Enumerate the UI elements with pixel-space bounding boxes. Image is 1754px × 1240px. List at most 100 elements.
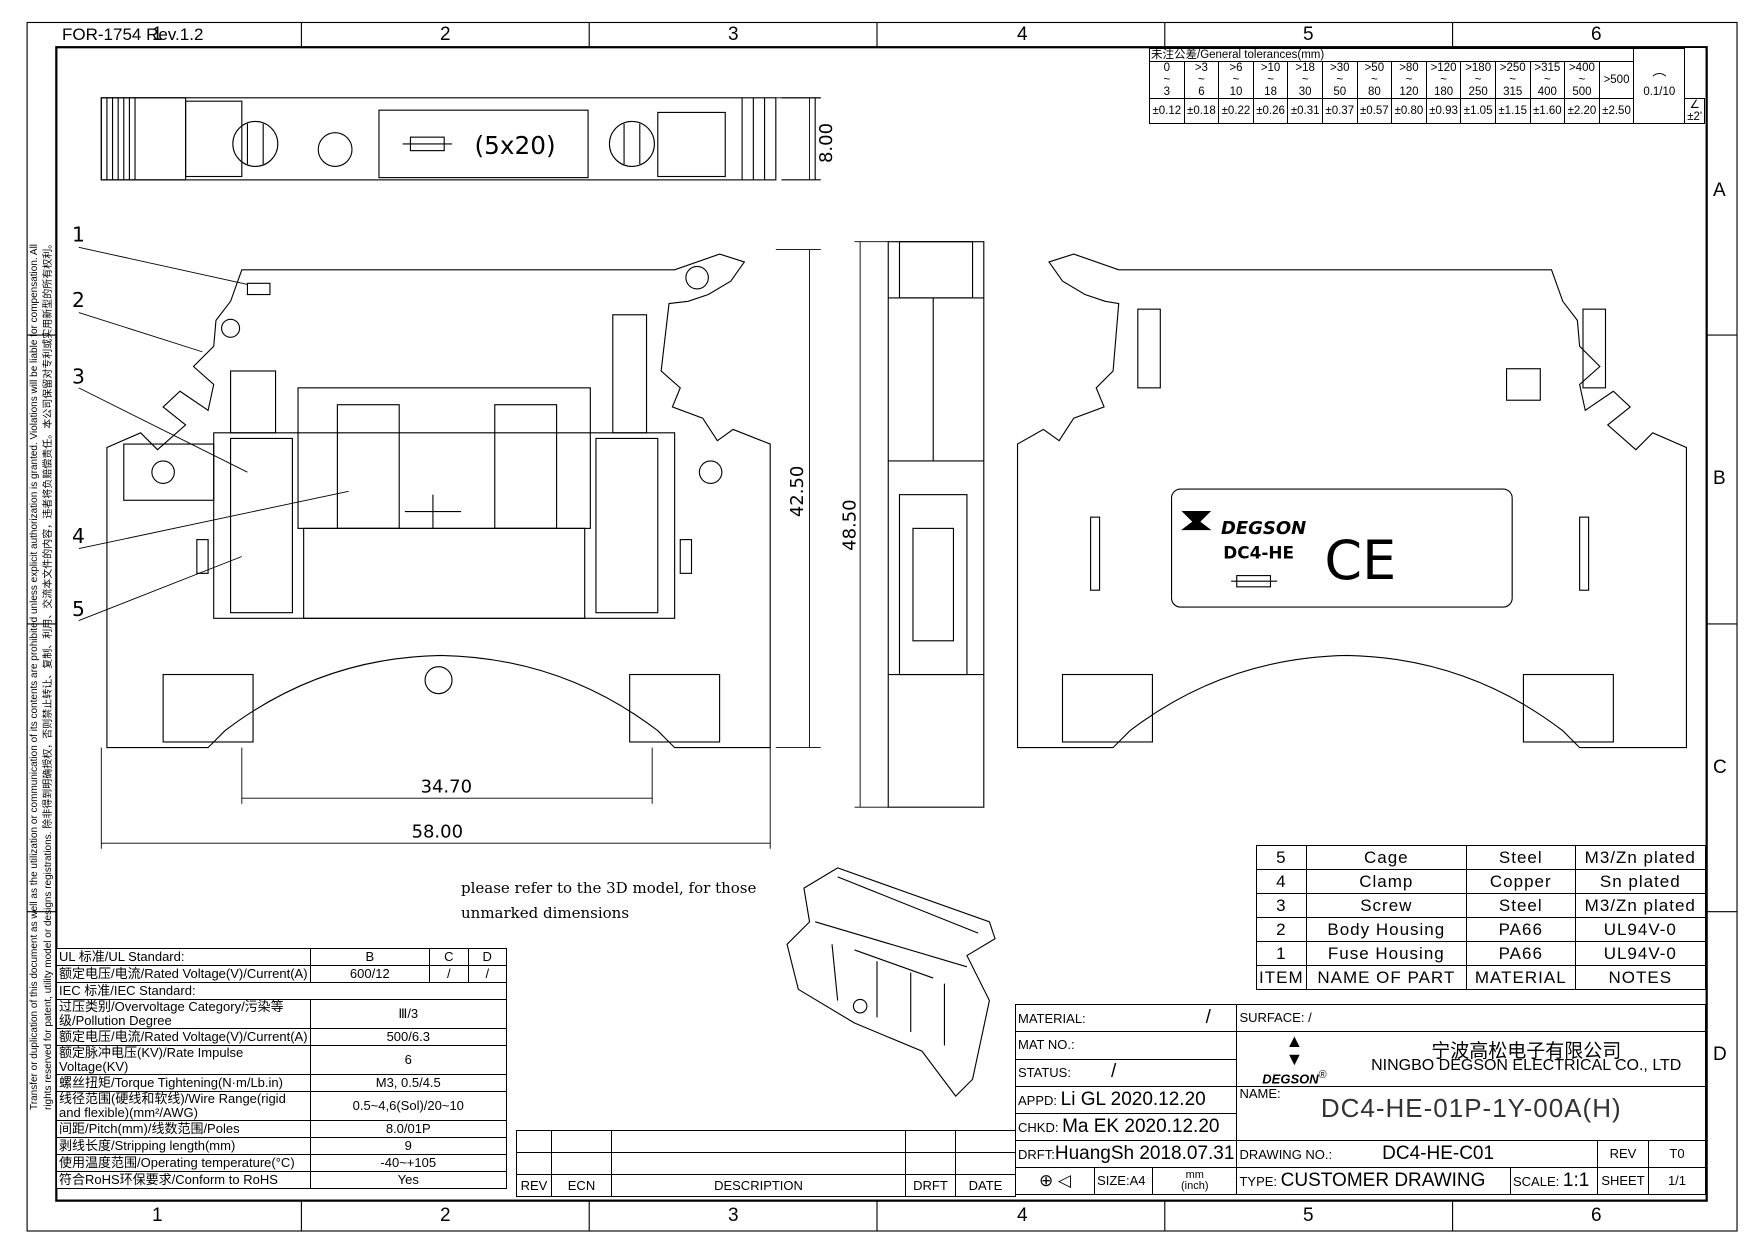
- status-value: /: [1110, 1061, 1117, 1083]
- spec-value: 8.0/01P: [309, 1120, 508, 1138]
- zone-col-4-bottom: 4: [1017, 1205, 1028, 1226]
- tolerance-value: ±0.31: [1287, 98, 1323, 124]
- tolerance-range-part: 3: [1163, 86, 1170, 98]
- tolerance-range-part: 30: [1298, 86, 1312, 98]
- appd-field: APPD: Li GL 2020.12.20: [1014, 1086, 1238, 1115]
- notice-line-2: rights reserved for patent, utility mode…: [43, 238, 54, 1110]
- zone-col-3-bottom: 3: [728, 1205, 739, 1226]
- tolerance-range: >80~120: [1391, 61, 1427, 99]
- confidentiality-notice: Transfer or duplication of this document…: [28, 130, 56, 1110]
- tolerances-title: 未注公差/General tolerances(mm): [1148, 48, 1635, 62]
- flatness-value: 0.1/10: [1643, 86, 1676, 98]
- tolerance-range-part: ~: [1474, 74, 1482, 86]
- part-material: Steel: [1466, 893, 1576, 918]
- spec-label: 间距/Pitch(mm)/线数范围/Poles: [56, 1120, 311, 1138]
- tolerance-range-part: 0: [1163, 62, 1170, 74]
- drft-value: HuangSh 2018.07.31: [1054, 1142, 1235, 1164]
- name-header: NAME OF PART: [1305, 965, 1468, 990]
- spec-row: 螺丝扭矩/Torque Tightening(N·m/Lb.in)M3, 0.5…: [56, 1074, 508, 1092]
- callout-4: 4: [72, 524, 85, 548]
- drft-field: DRFT:HuangSh 2018.07.31: [1014, 1140, 1238, 1169]
- tolerance-range-part: >120: [1430, 62, 1457, 74]
- front-view: [106, 253, 771, 749]
- callout-5: 5: [72, 597, 85, 621]
- scale-field: SCALE: 1:1: [1510, 1167, 1598, 1196]
- tolerance-range-part: >500: [1603, 74, 1630, 86]
- tolerance-range-part: >180: [1465, 62, 1492, 74]
- part-material: Copper: [1466, 869, 1576, 894]
- spec-value: -40~+105: [309, 1154, 508, 1172]
- tolerance-range-part: >3: [1194, 62, 1208, 74]
- mat-no-label: MAT NO.:: [1018, 1037, 1075, 1053]
- tolerance-value: ±0.93: [1425, 98, 1462, 124]
- tolerance-range: 0~3: [1149, 61, 1185, 99]
- part-material: Steel: [1466, 845, 1576, 870]
- tolerance-range-part: ~: [1509, 74, 1517, 86]
- notice-line-1: Transfer or duplication of this document…: [29, 243, 40, 1110]
- tolerance-range-part: >18: [1295, 62, 1315, 74]
- part-item: 5: [1256, 845, 1307, 870]
- drft-label: DRFT:: [1018, 1146, 1055, 1162]
- outer-frame: [26, 21, 1738, 1232]
- tolerance-range-part: 120: [1399, 86, 1419, 98]
- company-name-en: NINGBO DEGSON ELECTRICAL CO., LTD: [1371, 1057, 1682, 1075]
- zone-col-6-bottom: 6: [1591, 1205, 1602, 1226]
- zone-row-c: C: [1713, 757, 1727, 778]
- ul-standard-header: UL 标准/UL Standard:: [56, 948, 311, 966]
- tolerance-range-part: ~: [1267, 74, 1274, 86]
- part-item: 2: [1256, 917, 1307, 942]
- tolerance-range: >10~18: [1252, 61, 1289, 99]
- spec-label: 剥线长度/Stripping length(mm): [56, 1137, 311, 1155]
- name-value: DC4-HE-01P-1Y-00A(H): [1320, 1093, 1622, 1124]
- spec-row: 额定脉冲电压(KV)/Rate Impulse Voltage(KV)6: [56, 1045, 508, 1075]
- dimension-labels: (5x20) 8.00 42.50 48.50 34.70 58.00 1 2 …: [72, 123, 1396, 843]
- ul-rated-d: /: [467, 965, 507, 983]
- title-block: MATERIAL:/ SURFACE: / MAT NO.: ▲▼ DEGSON…: [1014, 1004, 1706, 1196]
- spec-value: 0.5~4,6(Sol)/20~10: [309, 1091, 508, 1121]
- spec-value: M3, 0.5/4.5: [309, 1074, 508, 1092]
- spec-row: 线径范围(硬线和软线)/Wire Range(rigid and flexibl…: [56, 1091, 508, 1121]
- ul-rated-label: 额定电压/电流/Rated Voltage(V)/Current(A): [56, 965, 311, 983]
- spec-label: 符合RoHS环保要求/Conform to RoHS: [56, 1171, 311, 1189]
- part-notes: UL94V-0: [1574, 917, 1707, 942]
- part-name: Clamp: [1305, 869, 1468, 894]
- rev-header: REV: [516, 1174, 552, 1197]
- zone-col-2-bottom: 2: [440, 1205, 451, 1226]
- zone-col-1-bottom: 1: [152, 1205, 163, 1226]
- appd-value: Li GL 2020.12.20: [1060, 1088, 1206, 1110]
- spec-value: Ⅲ/3: [309, 999, 508, 1029]
- zone-dividers: [27, 22, 1738, 1232]
- date-header: DATE: [955, 1174, 1016, 1197]
- spec-row: 额定电压/电流/Rated Voltage(V)/Current(A)500/6…: [56, 1028, 508, 1046]
- tolerance-value: ±0.12: [1149, 98, 1185, 124]
- dim-top-height: 8.00: [816, 123, 837, 163]
- part-item: 1: [1256, 941, 1307, 966]
- side-view: [887, 241, 985, 808]
- tolerance-range-part: 50: [1333, 86, 1347, 98]
- tolerance-range: >3~6: [1183, 61, 1220, 99]
- tolerance-value: ±0.26: [1252, 98, 1289, 124]
- material-value: /: [1205, 1006, 1211, 1028]
- spec-label: 使用温度范围/Operating temperature(°C): [56, 1154, 311, 1172]
- tolerance-range-part: ~: [1163, 74, 1171, 86]
- item-header: ITEM: [1256, 965, 1307, 990]
- tolerance-value: ±1.15: [1494, 98, 1531, 124]
- company-name-cn: 宁波高松电子有限公司: [1431, 1041, 1622, 1063]
- fuse-size-label: (5x20): [475, 131, 556, 160]
- tolerance-value: ±2.50: [1598, 98, 1635, 124]
- tolerance-range: >250~315: [1494, 61, 1531, 99]
- unit-field: mm (inch): [1152, 1167, 1238, 1196]
- chkd-label: CHKD:: [1018, 1119, 1059, 1135]
- note-line-2: unmarked dimensions: [461, 904, 630, 922]
- drawing-no-label: DRAWING NO.:: [1239, 1146, 1333, 1162]
- scale-value: 1:1: [1562, 1169, 1590, 1191]
- tolerance-range: >120~180: [1425, 61, 1462, 99]
- tolerance-range-part: >50: [1364, 62, 1385, 74]
- part-name: Body Housing: [1305, 917, 1468, 942]
- tolerance-range-part: 80: [1367, 86, 1381, 98]
- tolerance-range-part: >10: [1260, 62, 1281, 74]
- logo-text: DEGSON: [1262, 1071, 1319, 1087]
- general-tolerances-table: 未注公差/General tolerances(mm) ⌒0.1/10 0~3>…: [1148, 48, 1705, 124]
- tolerance-value: ±0.22: [1218, 98, 1254, 124]
